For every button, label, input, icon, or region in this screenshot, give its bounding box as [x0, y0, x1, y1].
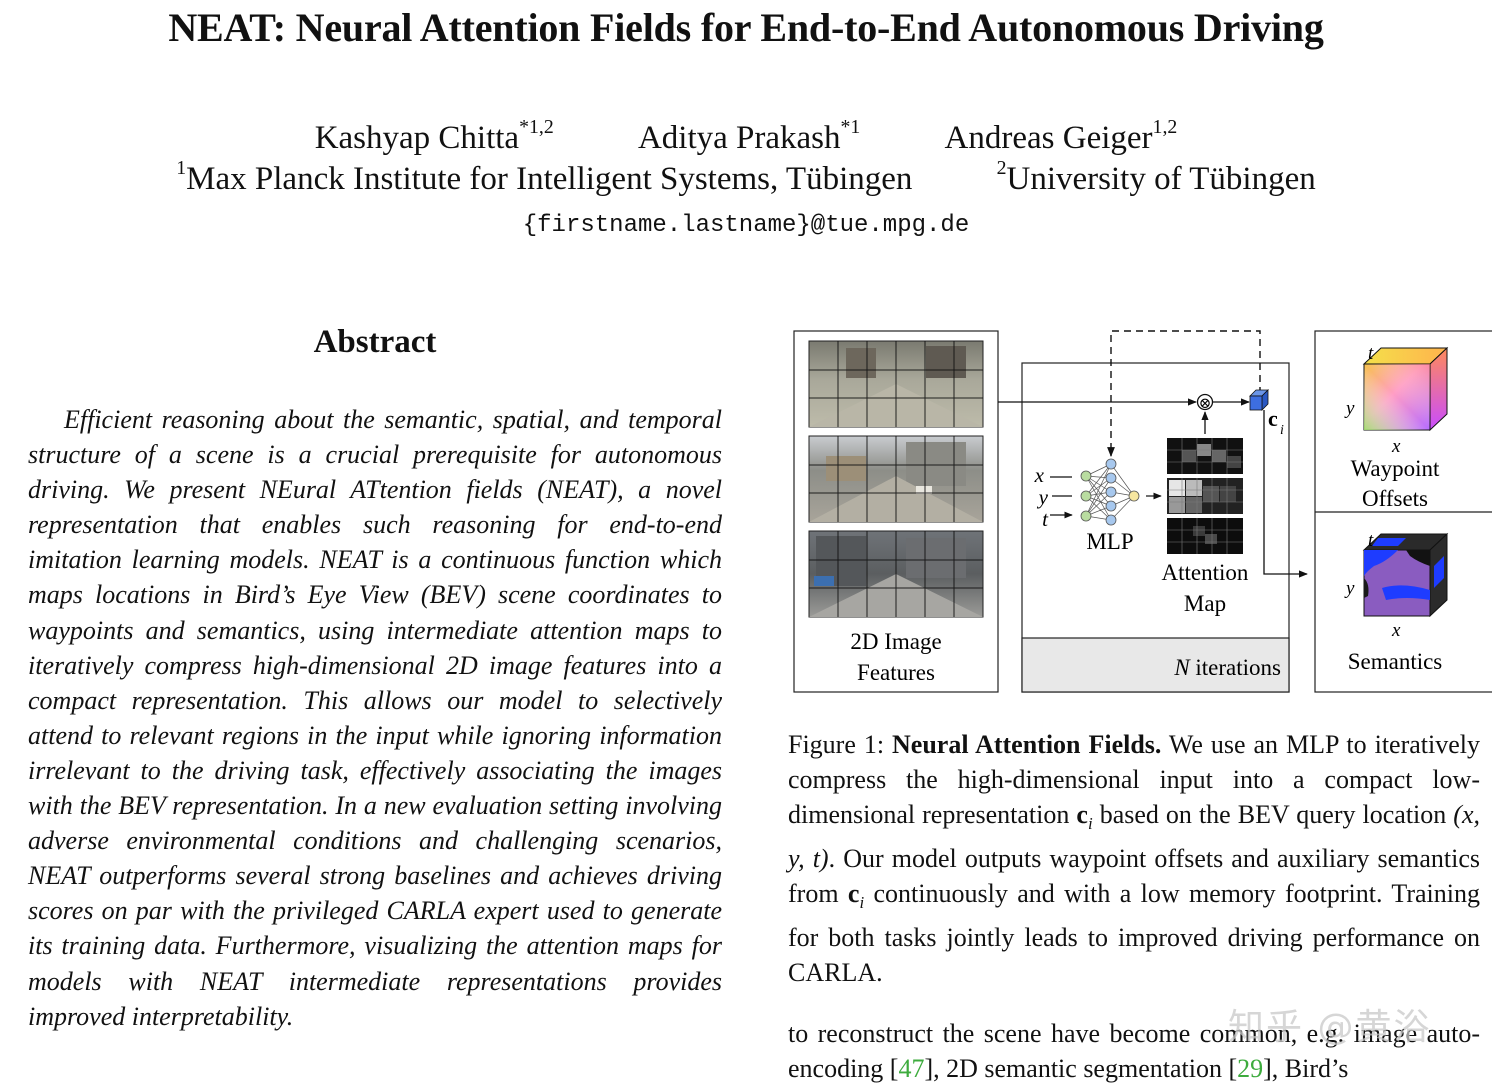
waypoint-cube-icon: [1362, 346, 1449, 432]
c-i-label: c: [1268, 406, 1278, 431]
citation-link[interactable]: 47: [898, 1054, 925, 1083]
image-features-label-1: 2D Image: [850, 629, 941, 654]
affiliation: 2University of Tübingen: [996, 157, 1316, 197]
attention-panel: N iterations ⊗ c i x y t: [998, 330, 1308, 693]
feature-cube-icon: [1249, 389, 1269, 411]
mlp-network-icon: [1080, 458, 1140, 526]
author: Aditya Prakash*1: [637, 116, 861, 156]
waypoint-label-2: Offsets: [1362, 486, 1428, 511]
semantics-axis-y: y: [1344, 578, 1355, 599]
semantics-label: Semantics: [1348, 649, 1443, 674]
iterations-label: N iterations: [1173, 655, 1281, 680]
input-t-label: t: [1042, 507, 1049, 531]
semantics-cube-icon: [1362, 532, 1449, 618]
figure-1: 2D Image Features N iterations ⊗ c i x y…: [793, 330, 1492, 693]
image-features-label-2: Features: [857, 660, 935, 685]
affiliation: 1Max Planck Institute for Intelligent Sy…: [176, 157, 913, 197]
body-text: to reconstruct the scene have become com…: [788, 1019, 1480, 1083]
figure-caption: Figure 1: Neural Attention Fields. We us…: [788, 730, 1480, 988]
author-list: Kashyap Chitta*1,2 Aditya Prakash*1 Andr…: [0, 116, 1492, 157]
semantics-axis-t: t: [1368, 530, 1374, 551]
author: Andreas Geiger1,2: [944, 116, 1178, 156]
citation-link[interactable]: 29: [1237, 1054, 1264, 1083]
output-panel: t y x Waypoint Offsets t y x Semantics: [1314, 330, 1492, 693]
attention-label-1: Attention: [1162, 560, 1249, 585]
image-features-panel: 2D Image Features: [793, 330, 999, 693]
semantics-axis-x: x: [1391, 620, 1401, 641]
c-i-subscript: i: [1280, 423, 1284, 438]
mlp-label: MLP: [1086, 529, 1133, 554]
input-y-label: y: [1037, 485, 1049, 509]
waypoint-label-1: Waypoint: [1351, 456, 1440, 481]
author: Kashyap Chitta*1,2: [314, 116, 554, 156]
input-x-label: x: [1034, 463, 1045, 487]
waypoint-axis-y: y: [1344, 398, 1355, 419]
waypoint-axis-t: t: [1368, 343, 1374, 364]
multiply-symbol: ⊗: [1199, 396, 1212, 412]
affiliation-list: 1Max Planck Institute for Intelligent Sy…: [0, 157, 1492, 198]
waypoint-axis-x: x: [1391, 436, 1401, 457]
attention-map-icon: [1167, 438, 1243, 554]
abstract-heading: Abstract: [313, 324, 437, 360]
abstract-text: Efficient reasoning about the semantic, …: [28, 405, 722, 1031]
watermark: 知乎 @黄浴: [1228, 1007, 1432, 1048]
attention-label-2: Map: [1184, 591, 1226, 616]
paper-title: NEAT: Neural Attention Fields for End-to…: [168, 5, 1324, 50]
author-email: {firstname.lastname}@tue.mpg.de: [522, 212, 970, 239]
